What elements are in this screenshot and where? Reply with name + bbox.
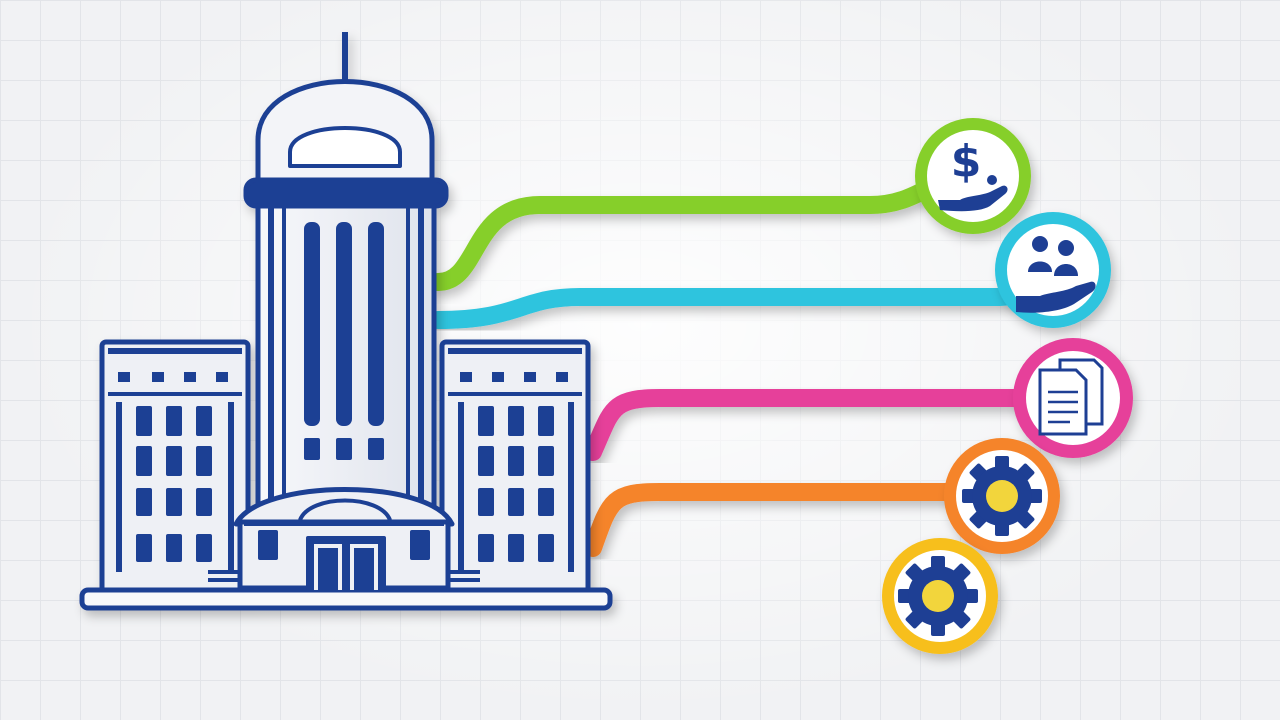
gear-icon bbox=[898, 556, 978, 636]
documents-icon bbox=[1038, 358, 1104, 436]
dollar-hand-icon: $ bbox=[938, 136, 1008, 212]
svg-text:$: $ bbox=[951, 136, 982, 187]
people-money-hand-icon bbox=[1016, 236, 1096, 313]
branch-1-connector bbox=[429, 163, 981, 291]
gear-icon bbox=[962, 456, 1042, 536]
left-wing-windows bbox=[116, 402, 234, 572]
government-building-icon bbox=[79, 32, 613, 611]
right-wing-windows bbox=[458, 402, 574, 572]
branch-2-connector bbox=[429, 259, 1067, 329]
